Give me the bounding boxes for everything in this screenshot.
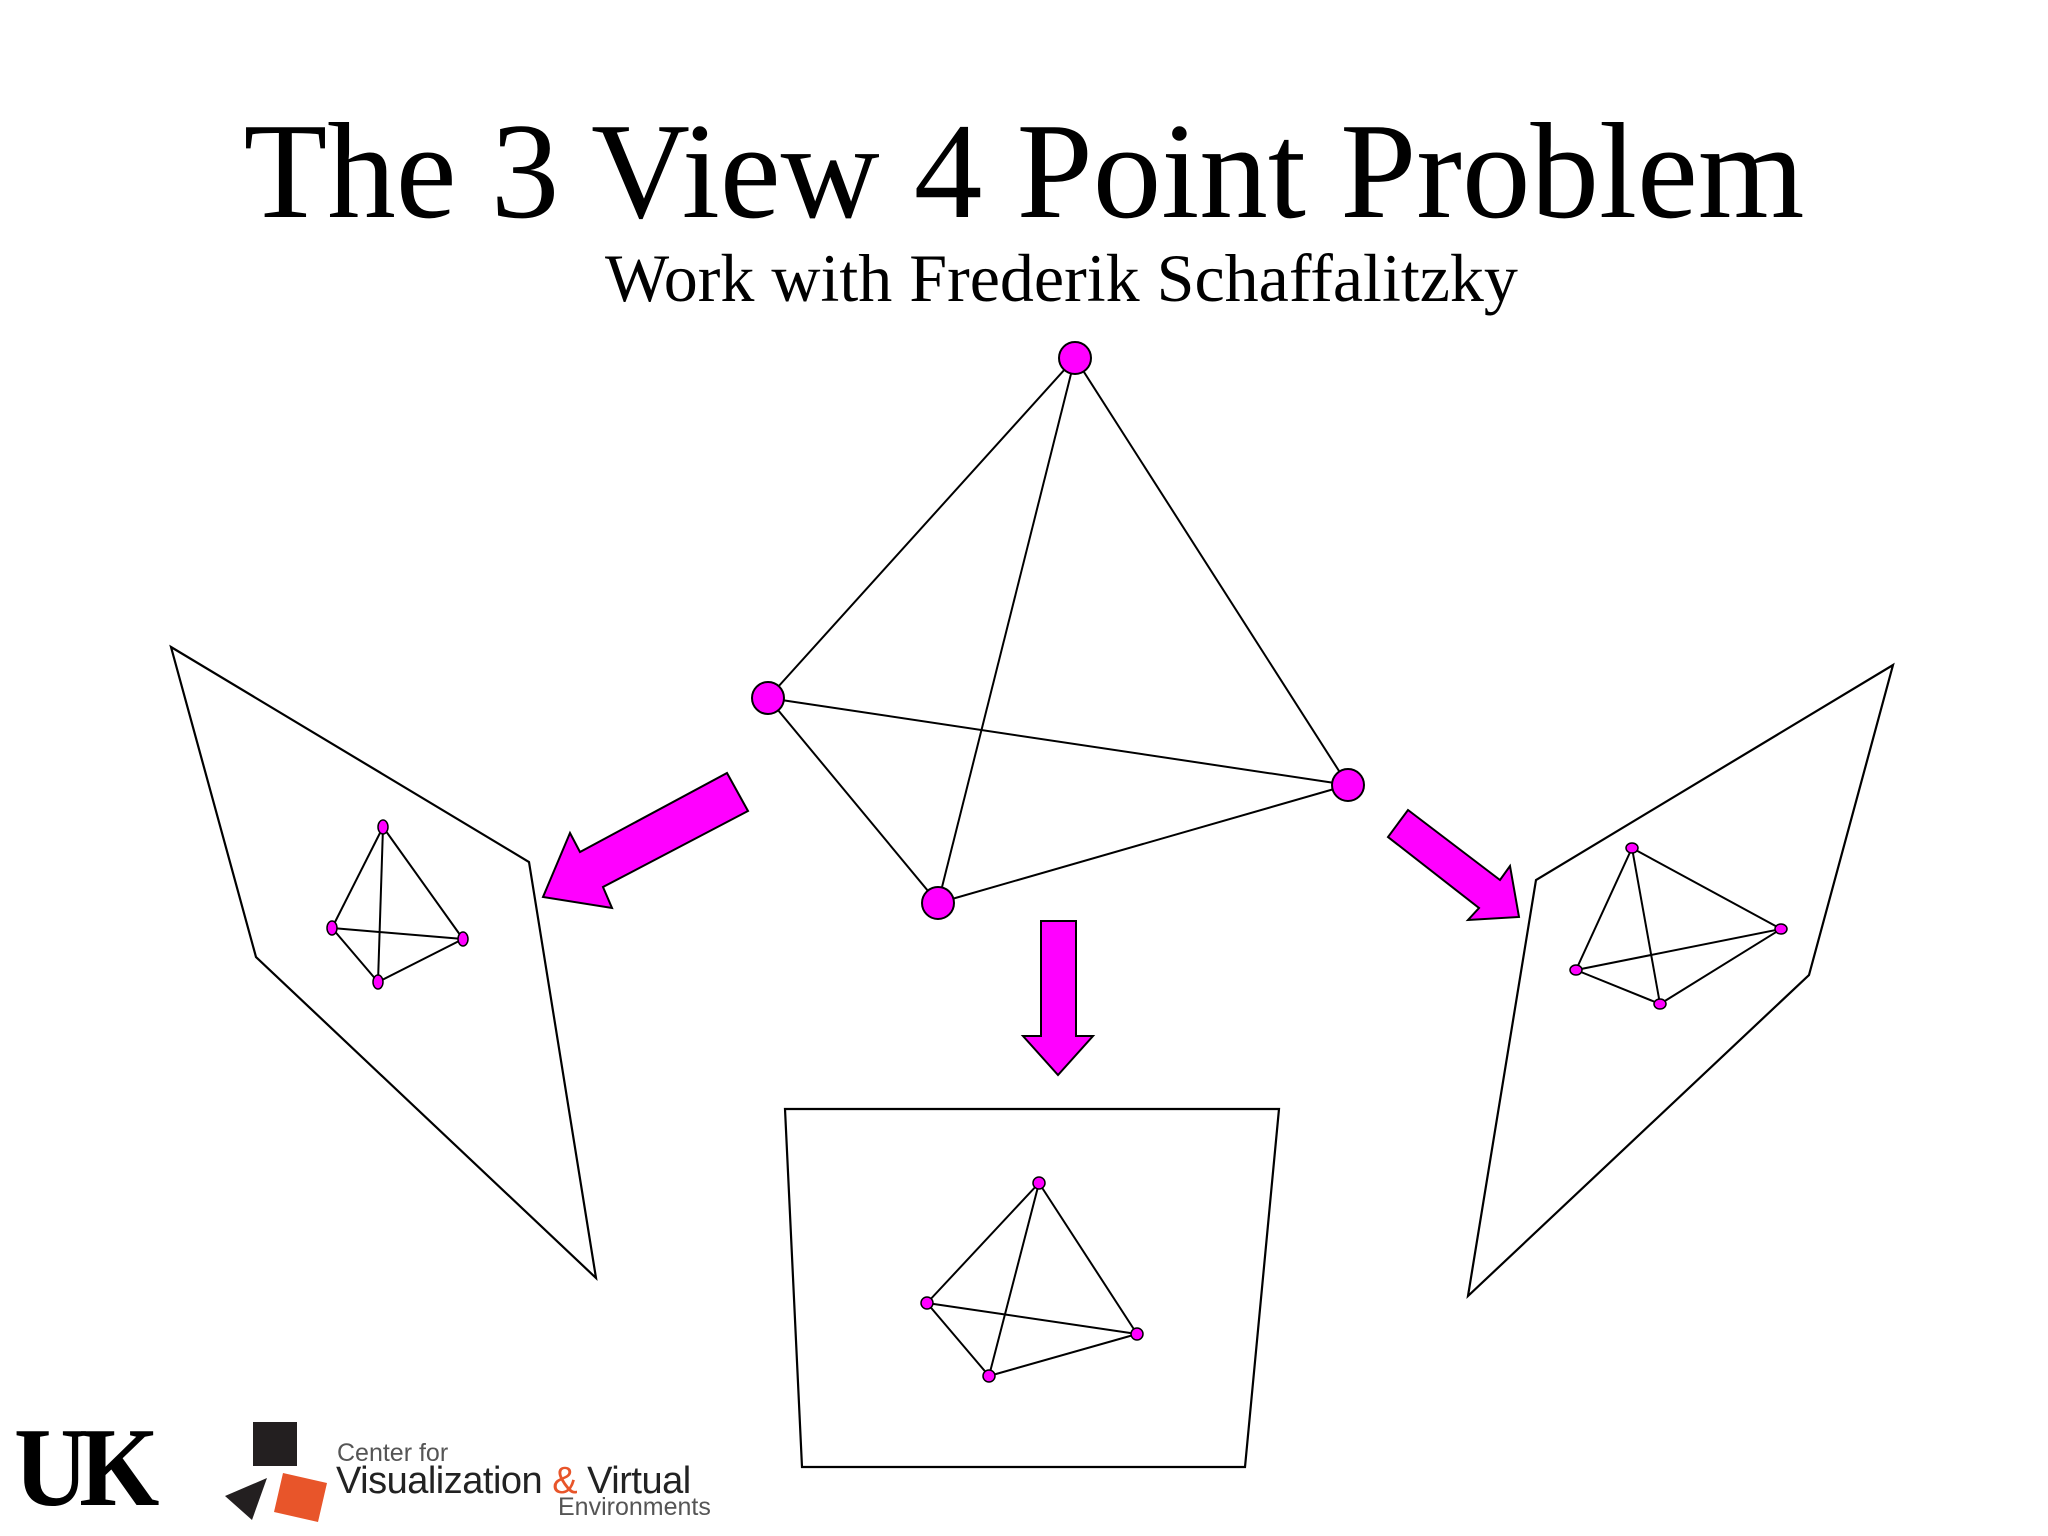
projected-point <box>982 1369 996 1383</box>
left-view <box>169 644 598 1282</box>
image-plane <box>783 1107 1281 1469</box>
logo-orange-square <box>274 1473 327 1522</box>
projected-edge <box>926 1302 990 1377</box>
image-plane <box>1466 662 1895 1300</box>
projected-edge <box>1659 928 1782 1005</box>
projected-edge <box>331 927 379 983</box>
tetrahedron-vertex-bottom <box>921 886 955 920</box>
center-tetrahedron <box>751 341 1365 920</box>
projected-point <box>377 819 389 835</box>
projected-edge <box>926 1182 1040 1304</box>
tetrahedron-edge <box>937 784 1349 904</box>
arrow-to-right-view-icon <box>1386 808 1521 922</box>
projected-edge <box>1631 847 1782 930</box>
projected-point <box>1032 1176 1046 1190</box>
projected-point <box>1653 998 1667 1010</box>
tetrahedron-edge <box>767 357 1076 699</box>
projected-point <box>1625 842 1639 854</box>
projected-point <box>457 931 469 947</box>
tetrahedron-vertex-left <box>751 681 785 715</box>
cvve-virtual: Virtual <box>577 1460 691 1502</box>
projected-edge <box>926 1302 1138 1335</box>
projected-edge <box>1575 928 1782 971</box>
projected-edge <box>1575 847 1633 971</box>
projected-edge <box>377 826 384 983</box>
slide-subtitle: Work with Frederik Schaffalitzky <box>605 240 1518 316</box>
slide-title: The 3 View 4 Point Problem <box>243 95 1805 247</box>
projected-point <box>1130 1327 1144 1341</box>
tetrahedron-vertex-top <box>1058 341 1092 375</box>
projected-edge <box>331 826 384 929</box>
projected-edge <box>377 938 464 983</box>
projected-point <box>372 974 384 990</box>
cvve-logo-mark <box>225 1422 327 1522</box>
projected-point <box>326 920 338 936</box>
projected-edge <box>1631 847 1661 1005</box>
arrow-to-bottom-view-icon <box>1020 920 1096 1077</box>
tetrahedron-vertex-right <box>1331 768 1365 802</box>
tetrahedron-edge <box>767 697 939 904</box>
arrow-to-left-view-icon <box>541 771 750 910</box>
cvve-ampersand: & <box>552 1460 578 1502</box>
projected-edge <box>1575 969 1661 1005</box>
image-planes <box>169 644 1895 1469</box>
cvve-visualization: Visualization <box>336 1460 553 1502</box>
projected-point <box>1774 923 1788 935</box>
cvve-logo-line2: Visualization & Virtual <box>336 1462 691 1500</box>
projected-edge <box>1038 1182 1138 1335</box>
projected-edge <box>331 927 464 940</box>
projected-edge <box>382 826 464 940</box>
right-view <box>1466 662 1895 1300</box>
tetrahedron-edge <box>767 697 1349 786</box>
uk-logo: UK <box>14 1406 159 1530</box>
cvve-logo-line3: Environments <box>558 1493 711 1521</box>
projected-edge <box>988 1333 1138 1377</box>
projected-point <box>1569 964 1583 976</box>
tetrahedron-edge <box>1074 357 1349 786</box>
projected-edge <box>988 1182 1040 1377</box>
projected-point <box>920 1296 934 1310</box>
logo-dark-square <box>253 1422 297 1466</box>
bottom-view <box>783 1107 1281 1469</box>
tetrahedron-edge <box>937 357 1076 904</box>
logo-dark-triangle <box>225 1478 267 1520</box>
image-plane <box>169 644 598 1282</box>
cvve-logo-line1: Center for <box>337 1439 449 1467</box>
projection-arrows <box>541 771 1521 1077</box>
